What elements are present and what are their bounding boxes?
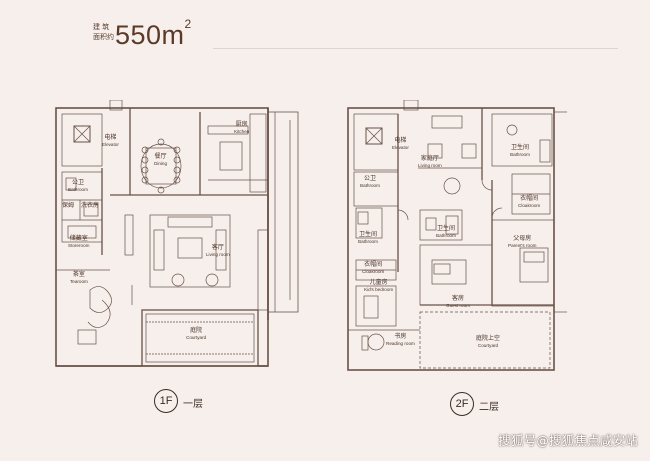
floor1-badge: 1F: [154, 389, 178, 413]
floor1-name: 一层: [183, 399, 203, 410]
watermark-text: 搜狐号@搜狐焦点咸安站: [498, 433, 638, 448]
floor2-drawing: [347, 100, 567, 371]
floor2-badge: 2F: [450, 392, 474, 416]
area-label-line2: 面积约: [93, 33, 114, 41]
f1-utility: 洗衣房: [81, 202, 100, 209]
floor1-drawing: [55, 100, 299, 367]
header-rule: [213, 48, 618, 49]
area-value: 550m2: [115, 17, 192, 51]
area-unit-sup: 2: [184, 17, 192, 31]
area-number: 550m: [115, 20, 185, 50]
area-label-line1: 建 筑: [93, 23, 110, 31]
floor2-name: 二层: [479, 402, 499, 413]
f1-nanny: 保姆: [62, 202, 75, 209]
